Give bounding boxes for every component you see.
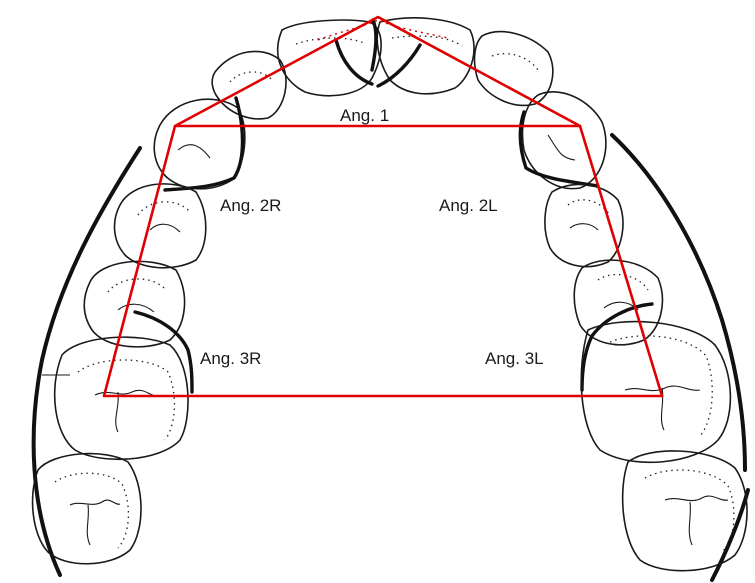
first-premolars	[113, 183, 624, 269]
outer-arch-outline	[31, 133, 750, 582]
label-ang-3l: Ang. 3L	[485, 349, 544, 368]
tooth-lateral-incisor-right	[211, 50, 287, 120]
tooth-central-incisor-right	[277, 19, 382, 97]
angle-labels: Ang. 1 Ang. 2R Ang. 2L Ang. 3R Ang. 3L	[200, 106, 544, 368]
measurement-lines	[102, 15, 664, 398]
measurement-polygon	[102, 15, 664, 398]
tooth-canine-left	[521, 91, 607, 190]
outer-arch-right-lower	[710, 488, 750, 582]
label-ang-2r: Ang. 2R	[220, 196, 281, 215]
second-premolars	[83, 259, 664, 394]
label-ang-1: Ang. 1	[340, 106, 389, 125]
tooth-premolar2-right	[83, 260, 186, 348]
label-ang-2l: Ang. 2L	[439, 196, 498, 215]
second-molars	[31, 450, 748, 572]
first-molars	[42, 320, 732, 464]
outer-arch-left	[31, 146, 142, 577]
tooth-molar2-right	[31, 452, 142, 565]
tooth-molar1-left	[580, 320, 732, 464]
tooth-lateral-incisor-left	[473, 30, 554, 107]
tooth-molar1-right	[53, 336, 189, 461]
tooth-molar2-left	[621, 450, 748, 572]
label-ang-3r: Ang. 3R	[200, 349, 261, 368]
outer-arch-right	[610, 133, 747, 472]
tooth-premolar1-right	[113, 183, 207, 269]
incisors	[211, 17, 554, 120]
inner-red-dotted-outline	[317, 19, 449, 41]
tooth-central-incisor-left	[376, 17, 475, 95]
